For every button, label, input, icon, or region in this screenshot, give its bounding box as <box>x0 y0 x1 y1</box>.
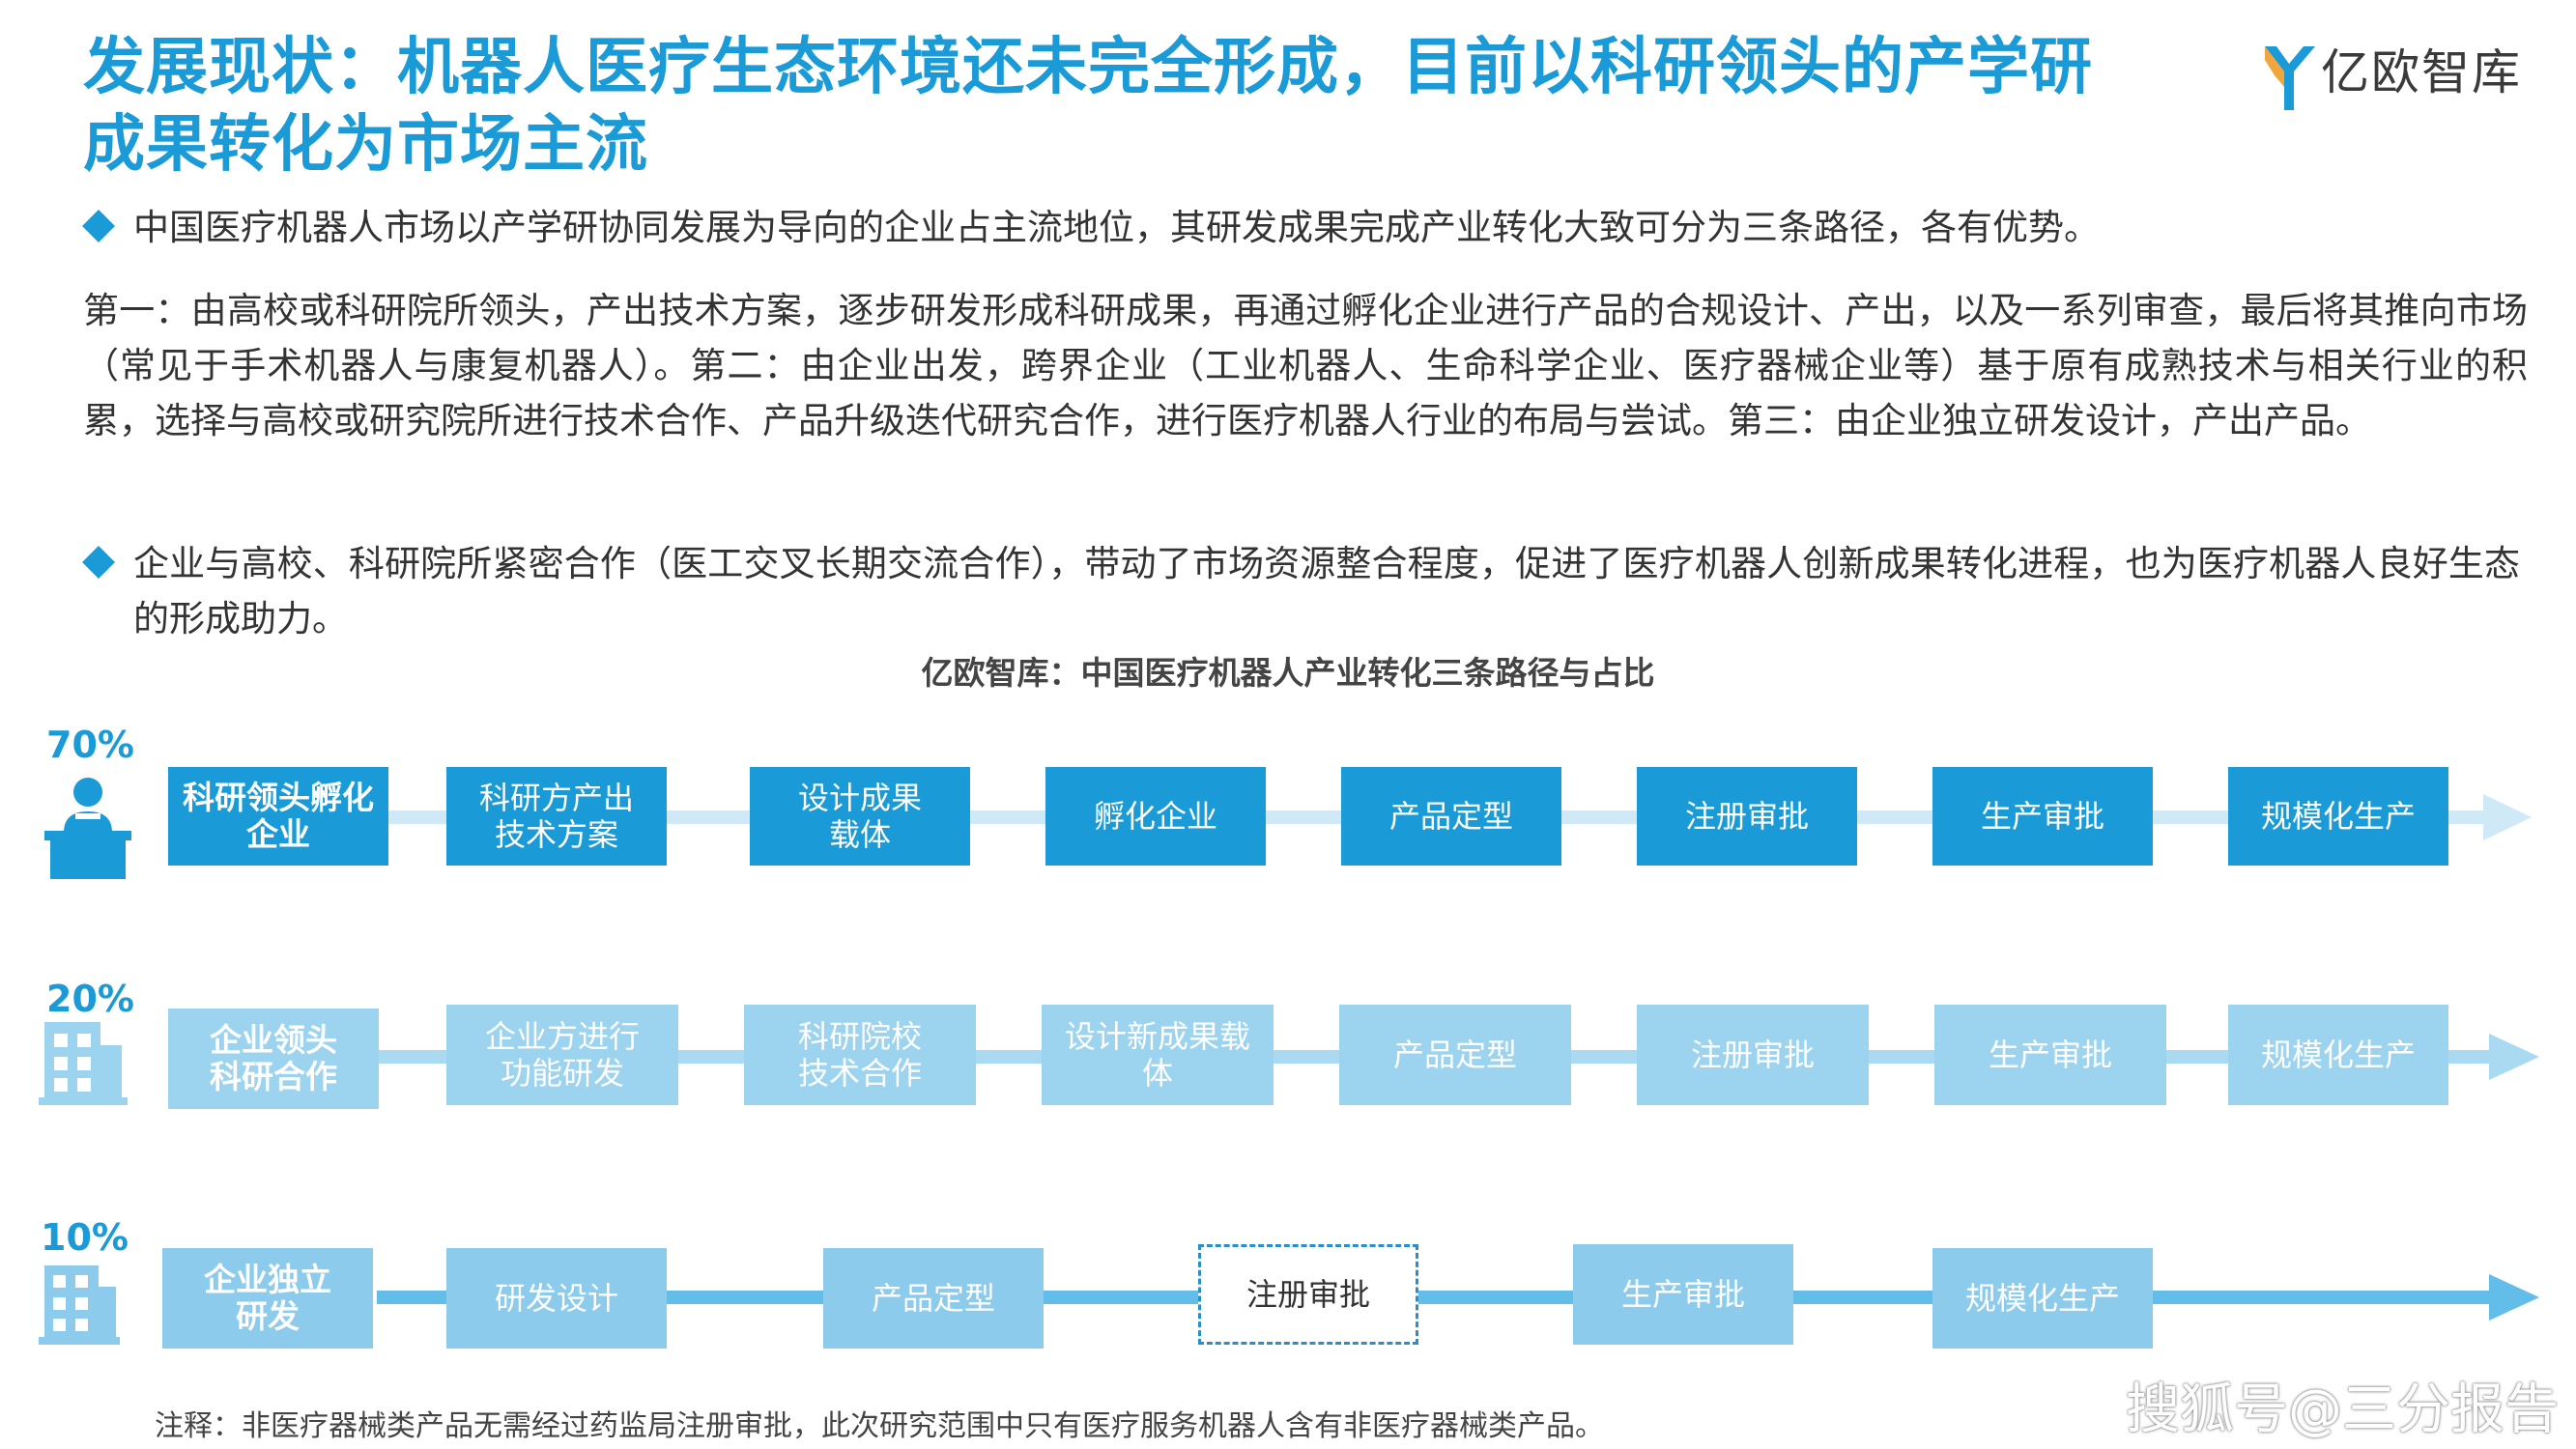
path-1-step-4: 产品定型 <box>1341 767 1561 866</box>
path-1-step-2: 设计成果载体 <box>750 767 970 866</box>
path-1-step-6: 生产审批 <box>1932 767 2153 866</box>
logo-text: 亿欧智库 <box>2321 44 2522 100</box>
watermark: 搜狐号@三分报告 <box>2126 1378 2559 1441</box>
path-1-step-1: 科研方产出技术方案 <box>446 767 667 866</box>
path-2-step-5: 注册审批 <box>1637 1005 1869 1105</box>
logo-mark-icon <box>2265 46 2315 110</box>
body-paragraph: 第一：由高校或科研院所领头，产出技术方案，逐步研发形成科研成果，再通过孵化企业进… <box>83 290 2528 441</box>
path-1-arrow-head <box>2483 794 2532 840</box>
path-2-step-7: 规模化生产 <box>2228 1005 2448 1105</box>
path-2-lead-box: 企业领头科研合作 <box>168 1009 379 1109</box>
bullet-marker-1 <box>82 210 115 242</box>
path-2-step-4: 产品定型 <box>1339 1005 1571 1105</box>
path-1-step-7: 规模化生产 <box>2228 767 2448 866</box>
path-3-step-5: 规模化生产 <box>1932 1248 2153 1349</box>
building-icon <box>39 1022 128 1105</box>
person-at-desk-icon <box>44 778 131 879</box>
path-3-flow-line <box>377 1291 2493 1304</box>
logo: 亿欧智库 <box>2261 39 2551 116</box>
path-2-step-6: 生产审批 <box>1934 1005 2166 1105</box>
page-title-line-2: 成果转化为市场主流 <box>83 109 648 181</box>
path-1-step-3: 孵化企业 <box>1045 767 1266 866</box>
bullet-marker-2 <box>82 546 115 579</box>
bullet-text-1: 中国医疗机器人市场以产学研协同发展为导向的企业占主流地位，其研发成果完成产业转化… <box>133 207 2100 248</box>
bullet-text-2: 企业与高校、科研院所紧密合作（医工交叉长期交流合作），带动了市场资源整合程度，促… <box>133 543 2520 639</box>
path-2-step-2: 科研院校技术合作 <box>744 1005 976 1105</box>
path-2-step-3: 设计新成果载体 <box>1042 1005 1274 1105</box>
path-3-step-3: 注册审批 <box>1198 1244 1418 1345</box>
chart-title: 亿欧智库：中国医疗机器人产业转化三条路径与占比 <box>921 654 1655 692</box>
page-title-line-1: 发展现状：机器人医疗生态环境还未完全形成，目前以科研领头的产学研 <box>83 32 2093 103</box>
path-3-lead-box: 企业独立研发 <box>162 1248 373 1349</box>
building-icon <box>39 1265 120 1345</box>
path-1-lead-box: 科研领头孵化企业 <box>168 767 388 866</box>
path-3-step-4: 生产审批 <box>1573 1244 1793 1345</box>
path-3-arrow-head <box>2489 1274 2539 1321</box>
path-1-step-5: 注册审批 <box>1637 767 1857 866</box>
path-3-step-2: 产品定型 <box>823 1248 1044 1349</box>
path-2-arrow-head <box>2489 1034 2539 1080</box>
path-2-step-1: 企业方进行功能研发 <box>446 1005 678 1105</box>
footnote: 注释：非医疗器械类产品无需经过药监局注册审批，此次研究范围中只有医疗服务机器人含… <box>155 1409 1604 1443</box>
path-3-percent: 10% <box>41 1216 129 1259</box>
path-3-step-1: 研发设计 <box>446 1248 667 1349</box>
path-1-percent: 70% <box>46 724 134 766</box>
path-2-percent: 20% <box>46 978 134 1020</box>
